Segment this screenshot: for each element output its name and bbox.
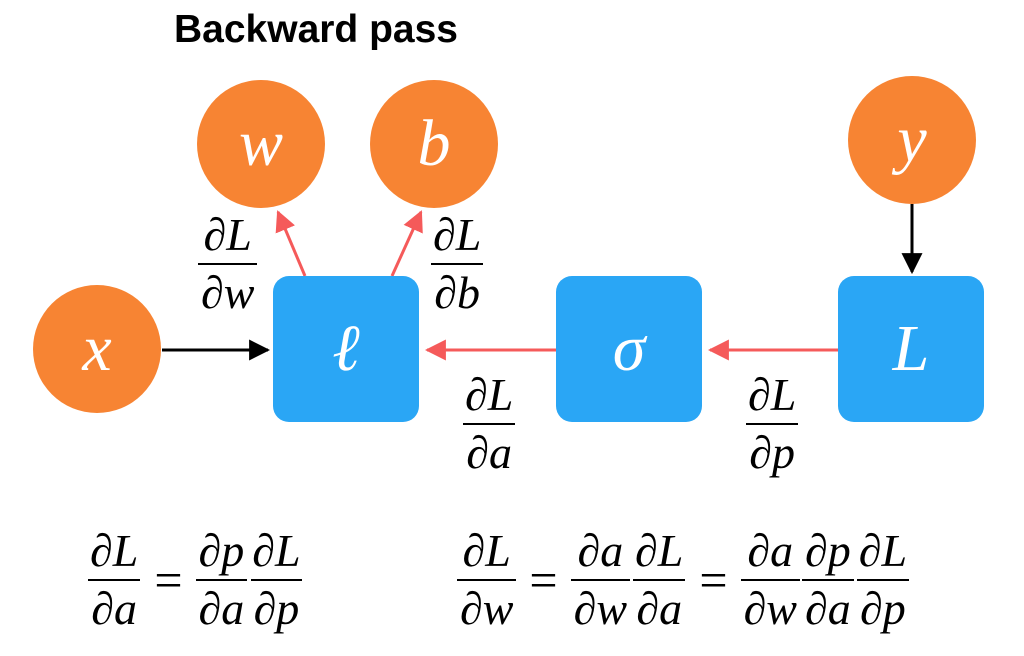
equation-dL-dw: ∂L∂w = ∂a∂w ∂L∂a = ∂a∂w ∂p∂a ∂L∂p — [456, 528, 911, 632]
node-sigmoid: σ — [556, 276, 702, 422]
eq1-term-1-den: ∂a — [195, 579, 248, 632]
label-dL-db-num: ∂L — [433, 209, 482, 260]
eq2-a-term-2-den: ∂a — [633, 579, 686, 632]
edge-loss-fn-to-w — [275, 210, 307, 277]
eq1-term-2: ∂L∂p — [249, 528, 303, 632]
eq2-equals-1: = — [529, 552, 558, 608]
eq1-term-2-num: ∂L — [252, 525, 301, 576]
node-sigmoid-label: σ — [612, 312, 646, 385]
node-y: y — [848, 76, 976, 204]
eq2-a-term-2-num: ∂L — [635, 525, 684, 576]
eq2-lhs: ∂L∂w — [457, 525, 517, 632]
eq2-b-term-3: ∂L∂p — [856, 528, 910, 632]
eq1-term-2-den: ∂p — [250, 579, 303, 632]
label-dL-da-num: ∂L — [465, 369, 514, 420]
eq2-a-term-1-den: ∂w — [570, 579, 631, 632]
eq2-lhs-den: ∂w — [457, 579, 517, 632]
eq1-term-1-num: ∂p — [198, 525, 245, 576]
eq1-equals: = — [154, 552, 183, 608]
eq1-lhs: ∂L∂a — [87, 528, 141, 632]
label-dL-da-den: ∂a — [463, 423, 516, 476]
equation-dL-da: ∂L∂a = ∂p∂a ∂L∂p — [86, 528, 305, 632]
label-dL-dw: ∂L ∂w — [198, 209, 258, 316]
eq2-b-term-1: ∂a∂w — [740, 525, 800, 632]
label-dL-dp-den: ∂p — [746, 423, 799, 476]
node-loss-fn-label: ℓ — [332, 312, 360, 385]
eq2-b-term-3-den: ∂p — [857, 579, 909, 632]
eq2-b-term-2: ∂p∂a — [802, 528, 854, 632]
eq1-lhs-den: ∂a — [88, 579, 141, 632]
node-y-label: y — [897, 103, 927, 176]
eq1-term-1: ∂p∂a — [195, 525, 248, 632]
eq2-a-term-1-num: ∂a — [577, 525, 624, 576]
label-dL-da: ∂L ∂a — [462, 372, 516, 476]
node-x: x — [33, 285, 161, 413]
edge-loss-fn-to-b — [390, 210, 423, 277]
label-dL-dp-num: ∂L — [748, 369, 797, 420]
eq2-b-term-1-num: ∂a — [747, 525, 794, 576]
eq2-b-term-2-den: ∂a — [802, 579, 854, 632]
node-w: w — [197, 80, 325, 208]
eq1-lhs-num: ∂L — [90, 525, 139, 576]
eq2-b-term-3-num: ∂L — [858, 525, 908, 576]
eq2-b-term-1-den: ∂w — [740, 579, 800, 632]
node-loss-fn: ℓ — [273, 276, 419, 422]
label-dL-dp: ∂L ∂p — [745, 372, 799, 476]
eq2-b-term-2-num: ∂p — [805, 525, 851, 576]
label-dL-db: ∂L ∂b — [430, 212, 484, 316]
node-L: L — [838, 276, 984, 422]
diagram-title: Backward pass — [174, 8, 458, 51]
eq2-equals-2: = — [699, 552, 728, 608]
node-L-label: L — [892, 312, 930, 385]
label-dL-dw-num: ∂L — [203, 209, 252, 260]
eq2-a-term-2: ∂L∂a — [632, 528, 686, 632]
node-x-label: x — [82, 312, 112, 385]
node-b-label: b — [417, 107, 451, 180]
label-dL-dw-den: ∂w — [198, 263, 258, 316]
eq2-a-term-1: ∂a∂w — [570, 525, 631, 632]
node-b: b — [370, 80, 498, 208]
eq2-lhs-num: ∂L — [462, 525, 511, 576]
label-dL-db-den: ∂b — [431, 263, 484, 316]
node-w-label: w — [238, 107, 284, 180]
